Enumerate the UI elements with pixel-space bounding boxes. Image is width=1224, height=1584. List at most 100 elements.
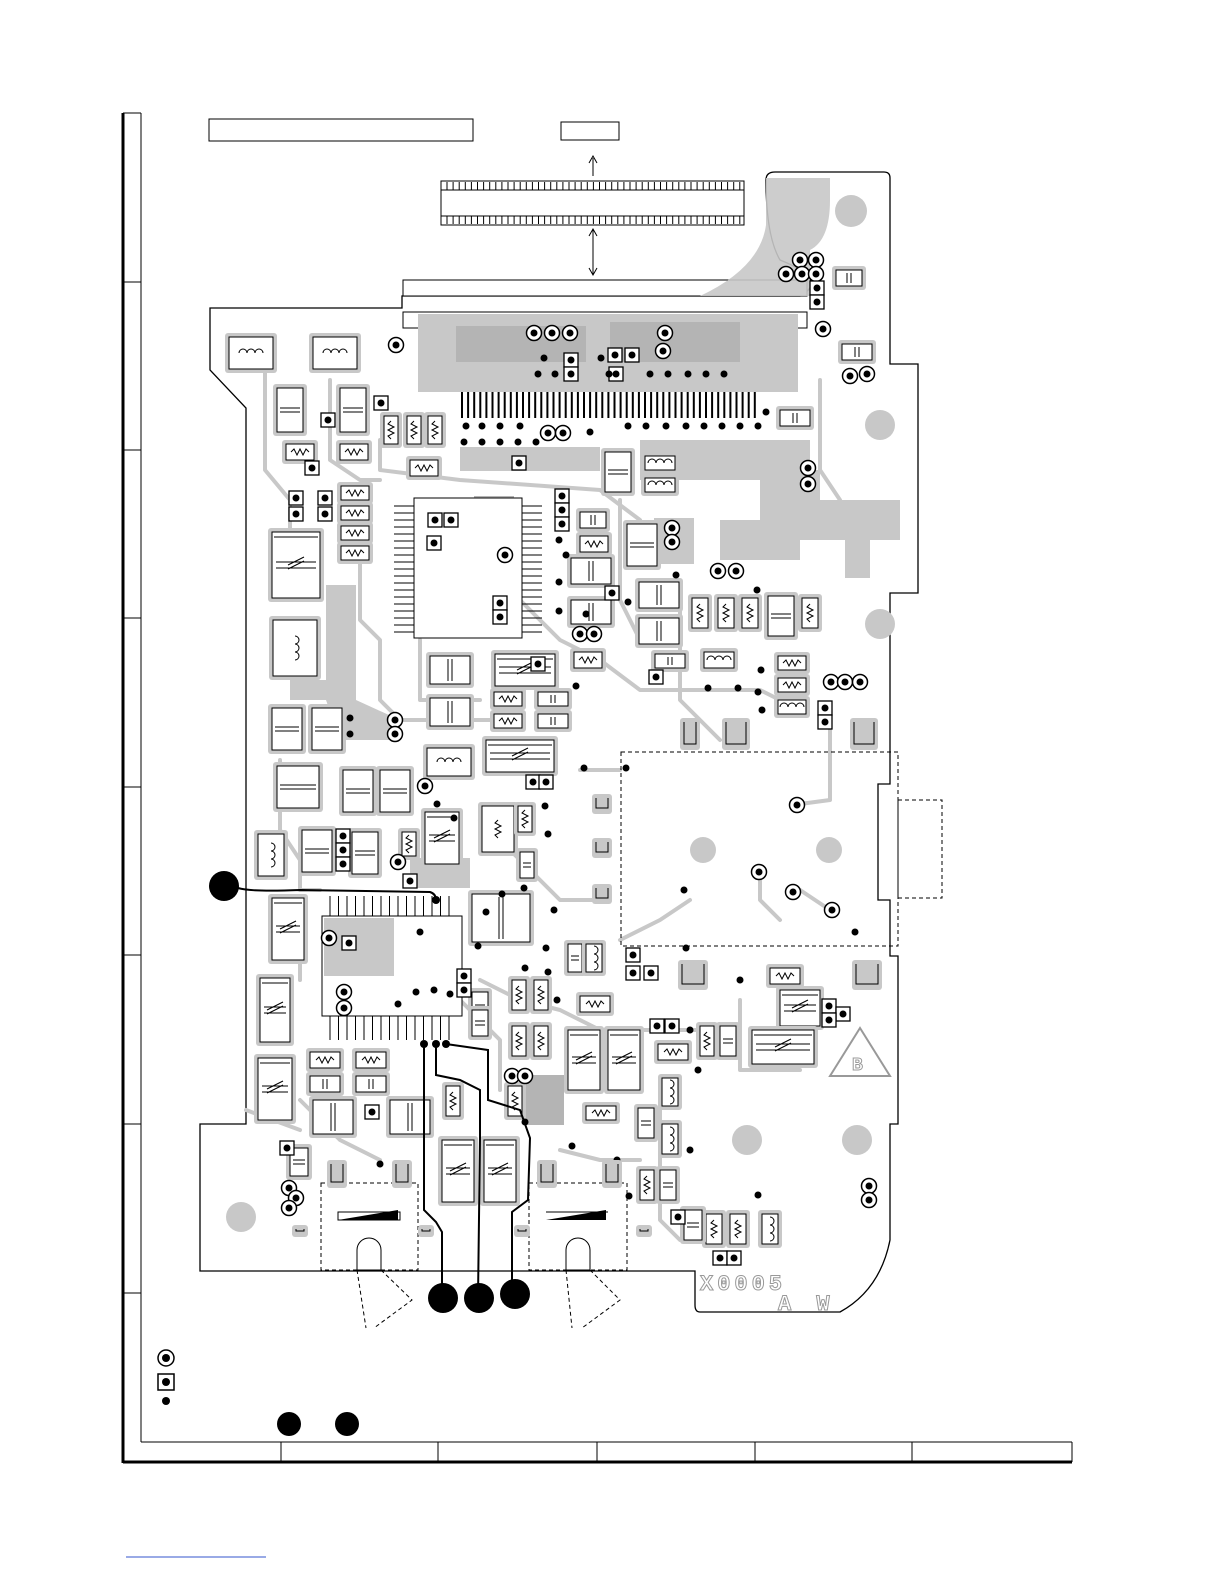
capacitor-component	[348, 828, 382, 878]
test-point-dot	[763, 409, 770, 416]
square-pad	[810, 281, 824, 295]
electrolytic-capacitor-component	[254, 1054, 296, 1124]
capacitor-component	[832, 266, 866, 290]
solder-pad	[680, 718, 700, 750]
test-point-dot	[479, 423, 486, 430]
test-point-dot	[625, 423, 632, 430]
solder-pad	[636, 1225, 652, 1237]
capacitor-component	[386, 1096, 434, 1138]
square-pad	[336, 829, 350, 843]
resistor-component	[490, 688, 526, 710]
test-point-dot	[683, 945, 690, 952]
capacitor-component	[764, 592, 798, 640]
capacitor-component	[468, 890, 534, 946]
test-point-dot	[521, 885, 528, 892]
square-pad	[342, 936, 356, 950]
solder-pad	[392, 1160, 412, 1188]
capacitor-component	[635, 578, 683, 612]
via-pad	[658, 326, 673, 341]
capacitor-component	[339, 766, 377, 816]
resistor-component	[514, 802, 536, 836]
electrolytic-capacitor-component	[268, 894, 308, 964]
silkscreen-code-2: A W	[778, 1292, 836, 1317]
test-point-dot	[451, 815, 458, 822]
test-point-dot	[573, 683, 580, 690]
via-pad	[322, 931, 337, 946]
square-pad	[457, 983, 471, 997]
resistor-component	[570, 648, 606, 672]
square-pad	[810, 295, 824, 309]
capacitor-component	[426, 652, 474, 688]
capacitor-component	[306, 1072, 344, 1096]
test-point-dot	[431, 987, 438, 994]
resistor-component	[504, 1082, 526, 1120]
resistor-component	[424, 412, 446, 448]
test-point-dot	[673, 572, 680, 579]
square-pad	[539, 775, 553, 789]
solder-pad	[418, 1225, 434, 1237]
resistor-component	[352, 1048, 390, 1072]
test-point-dot	[687, 1147, 694, 1154]
resistor-component	[337, 482, 373, 504]
coil-component	[758, 1210, 782, 1248]
square-pad	[818, 715, 832, 729]
square-pad	[608, 348, 622, 362]
solder-pad	[292, 1225, 308, 1237]
callout-marker-legend-2	[335, 1412, 359, 1436]
test-point-dot	[545, 831, 552, 838]
via-pad	[556, 426, 571, 441]
capacitor-component	[426, 694, 474, 730]
square-pad	[555, 489, 569, 503]
resistor-component	[306, 1048, 344, 1072]
test-point-dot	[542, 803, 549, 810]
test-point-dot	[737, 977, 744, 984]
resistor-component	[636, 1166, 658, 1204]
callout-marker-legend-1	[277, 1412, 301, 1436]
square-pad	[493, 610, 507, 624]
via-pad	[388, 713, 403, 728]
via-pad	[711, 564, 726, 579]
test-point-dot	[626, 1193, 633, 1200]
test-point-dot	[719, 423, 726, 430]
test-point-dot	[533, 439, 540, 446]
capacitor-component	[376, 766, 414, 816]
test-point-dot	[497, 423, 504, 430]
via-pad	[391, 855, 406, 870]
resistor-component	[714, 594, 738, 632]
test-point-dot	[417, 929, 424, 936]
test-point-dot	[554, 997, 561, 1004]
via-pad	[587, 627, 602, 642]
test-point-dot	[681, 887, 688, 894]
resistor-component	[738, 594, 762, 632]
capacitor-component	[534, 710, 572, 732]
capacitor-component	[635, 614, 683, 648]
via-pad	[790, 798, 805, 813]
resistor-component	[380, 412, 402, 448]
square-pad	[555, 503, 569, 517]
test-point-dot	[735, 685, 742, 692]
coil-component	[658, 1120, 682, 1158]
test-point-dot	[522, 965, 529, 972]
test-point-dot	[755, 689, 762, 696]
solder-pad	[537, 1160, 557, 1188]
capacitor-component	[651, 650, 689, 672]
electrolytic-capacitor-component	[268, 528, 324, 602]
via-pad	[801, 461, 816, 476]
resistor-component	[336, 440, 372, 464]
electrolytic-capacitor-component	[564, 1026, 604, 1094]
via-pad	[860, 367, 875, 382]
test-point-dot	[737, 423, 744, 430]
test-point-dot	[625, 599, 632, 606]
jack-left	[321, 1183, 418, 1328]
dot-icon	[162, 1397, 170, 1405]
resistor-component	[726, 1210, 750, 1248]
via-pad	[838, 675, 853, 690]
test-point-dot	[587, 429, 594, 436]
test-point-dot	[541, 355, 548, 362]
resistor-component	[576, 992, 614, 1016]
silkscreen-code-1: X0005	[700, 1272, 786, 1297]
resistor-component	[337, 502, 373, 524]
via-pad	[862, 1193, 877, 1208]
coil-component	[254, 830, 288, 880]
legend	[158, 1350, 359, 1436]
